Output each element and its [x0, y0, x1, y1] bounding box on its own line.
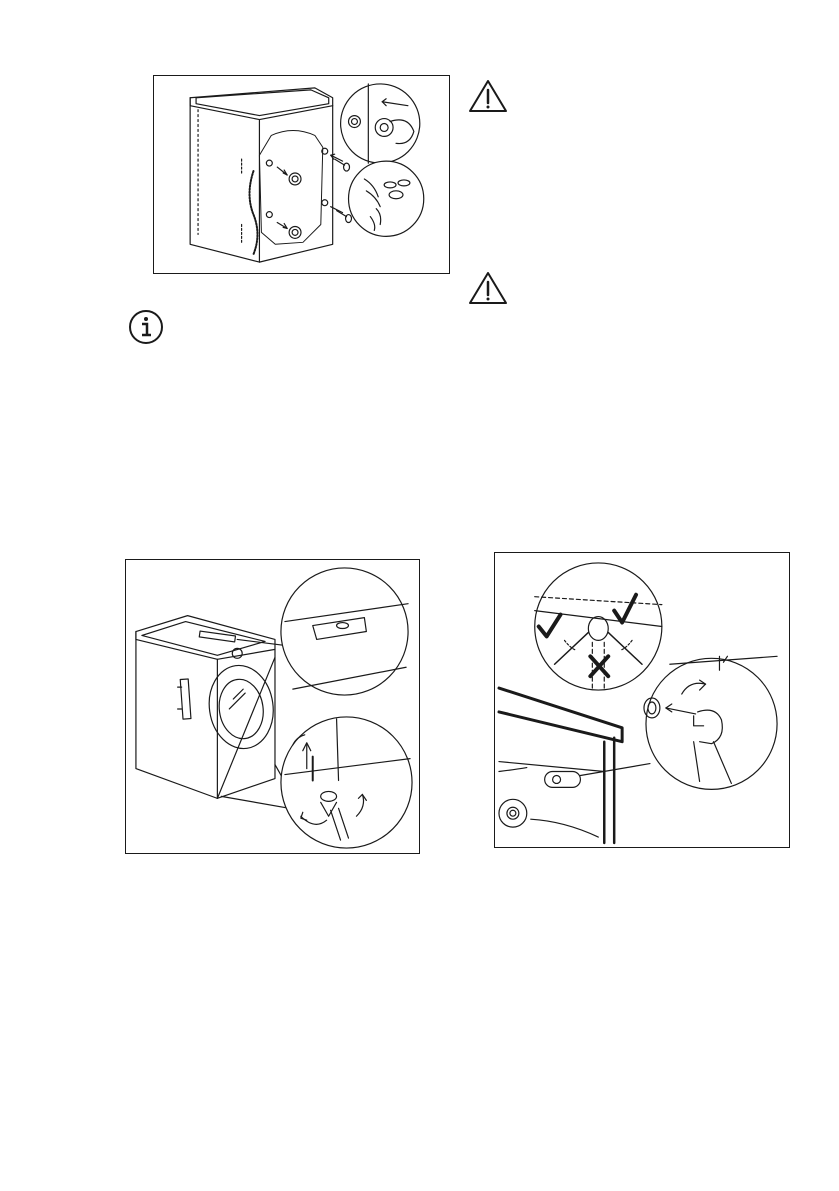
- inlet-hose-figure: [494, 552, 790, 848]
- warning-icon-graphic: [467, 78, 509, 114]
- warning-triangle-icon: [467, 78, 509, 114]
- transit-bolts-illustration: [154, 76, 449, 273]
- info-circle-icon: [128, 309, 164, 345]
- info-icon-graphic: [128, 309, 164, 345]
- leveling-figure: [125, 559, 420, 854]
- transit-bolts-figure: [153, 75, 450, 274]
- warning-icon-graphic: [467, 270, 509, 306]
- warning-triangle-icon: [467, 270, 509, 306]
- leveling-illustration: [126, 560, 419, 853]
- inlet-hose-illustration: [495, 553, 789, 847]
